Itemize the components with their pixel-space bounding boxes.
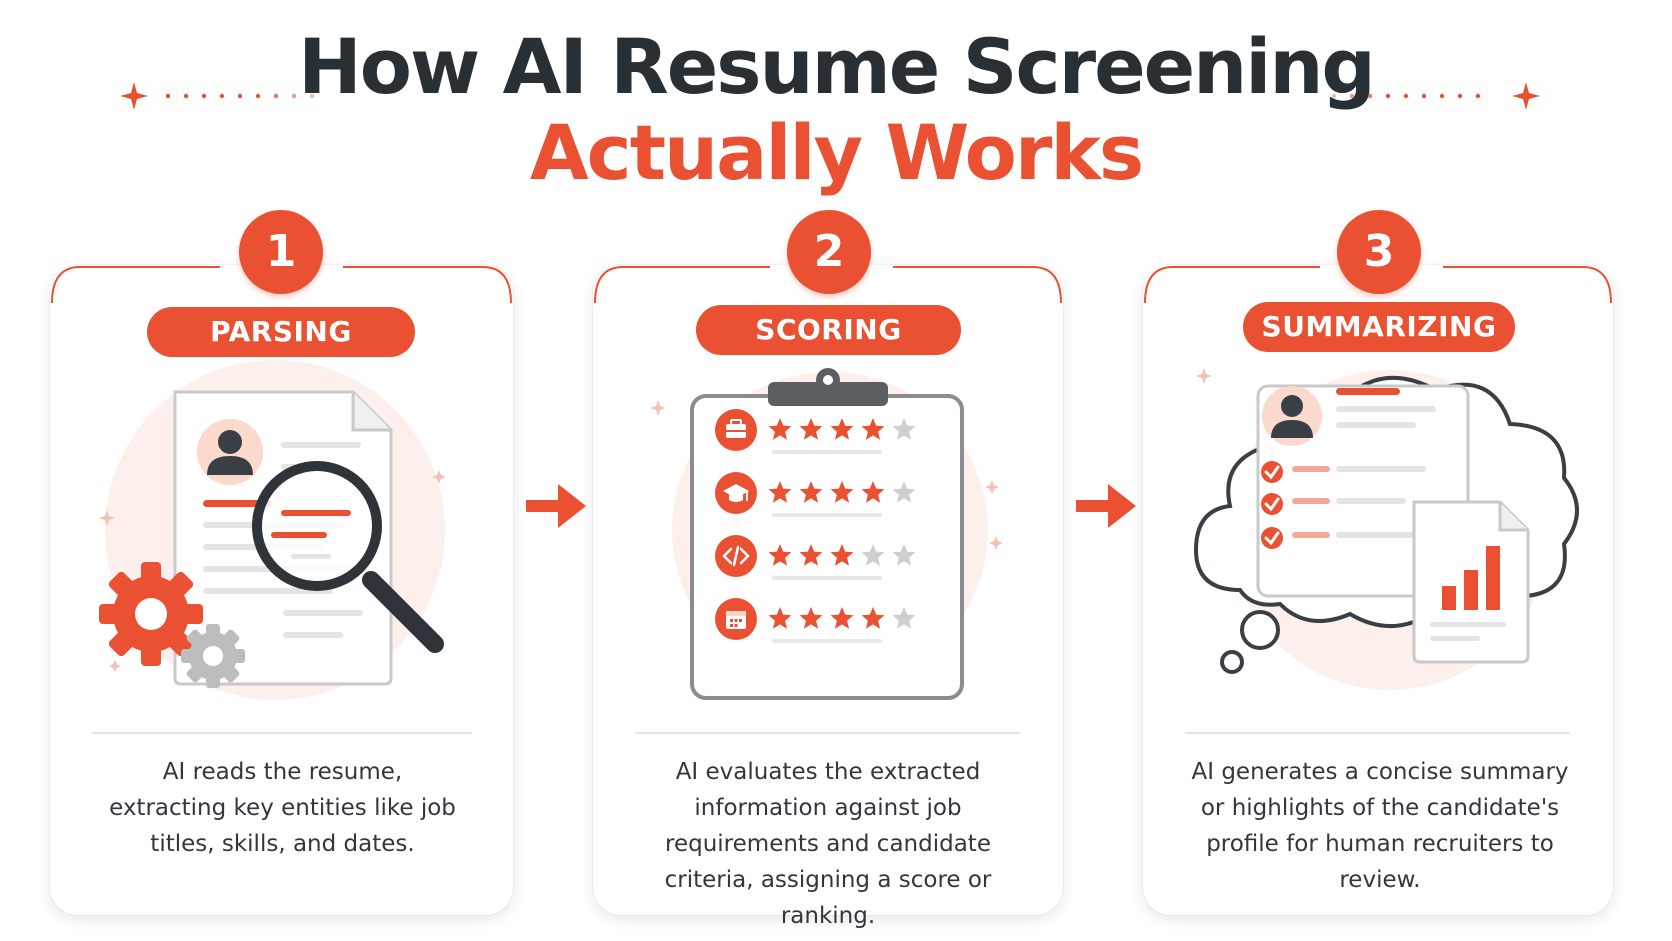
step-description-summarizing: AI generates a concise summary or highli… [1191, 759, 1569, 893]
divider [1185, 732, 1570, 734]
divider [92, 732, 472, 734]
rating-row [715, 409, 916, 454]
page-title: How AI Resume Screening [298, 22, 1376, 111]
star-filled-icon [799, 607, 823, 629]
code-icon [715, 535, 757, 577]
star-empty-icon [892, 607, 916, 629]
magnifier-resume-icon [99, 360, 446, 700]
star-filled-icon [768, 607, 792, 629]
star-filled-icon [861, 481, 885, 503]
star-filled-icon [830, 544, 854, 566]
rating-list [715, 409, 916, 643]
graduation-cap-icon [715, 472, 757, 514]
star-filled-icon [830, 481, 854, 503]
star-filled-icon [830, 418, 854, 440]
placeholder-line [772, 513, 882, 517]
placeholder-line [772, 576, 882, 580]
divider [635, 732, 1020, 734]
star-filled-icon [768, 544, 792, 566]
star-filled-icon [861, 418, 885, 440]
briefcase-icon [715, 409, 757, 451]
star-filled-icon [830, 607, 854, 629]
clipboard-rating-icon [650, 368, 1003, 700]
star-filled-icon [799, 544, 823, 566]
step-description-parsing: AI reads the resume, extracting key enti… [109, 759, 456, 857]
calendar-icon [715, 598, 757, 640]
rating-row [715, 472, 916, 517]
star-empty-icon [892, 544, 916, 566]
arrow-right-icon [526, 484, 586, 528]
page-subtitle: Actually Works [529, 108, 1144, 197]
placeholder-line [772, 639, 882, 643]
star-filled-icon [768, 418, 792, 440]
arrow-right-icon [1076, 484, 1136, 528]
step-label-parsing: PARSING [147, 307, 415, 357]
sparkle-left-icon [120, 82, 315, 110]
placeholder-line [772, 450, 882, 454]
step-number-1: 1 [239, 210, 323, 294]
step-number-3: 3 [1337, 210, 1421, 294]
step-number-2: 2 [787, 210, 871, 294]
sparkle-right-icon [1331, 82, 1540, 110]
step-label-summarizing: SUMMARIZING [1243, 302, 1515, 352]
star-empty-icon [892, 481, 916, 503]
step-description-scoring: AI evaluates the extracted information a… [664, 759, 992, 929]
rating-row [715, 535, 916, 580]
star-filled-icon [799, 481, 823, 503]
star-empty-icon [892, 418, 916, 440]
step-label-scoring: SCORING [696, 305, 961, 355]
star-filled-icon [768, 481, 792, 503]
star-empty-icon [861, 544, 885, 566]
star-filled-icon [861, 607, 885, 629]
star-filled-icon [799, 418, 823, 440]
rating-row [715, 598, 916, 643]
thought-cloud-summary-icon [1193, 368, 1579, 690]
